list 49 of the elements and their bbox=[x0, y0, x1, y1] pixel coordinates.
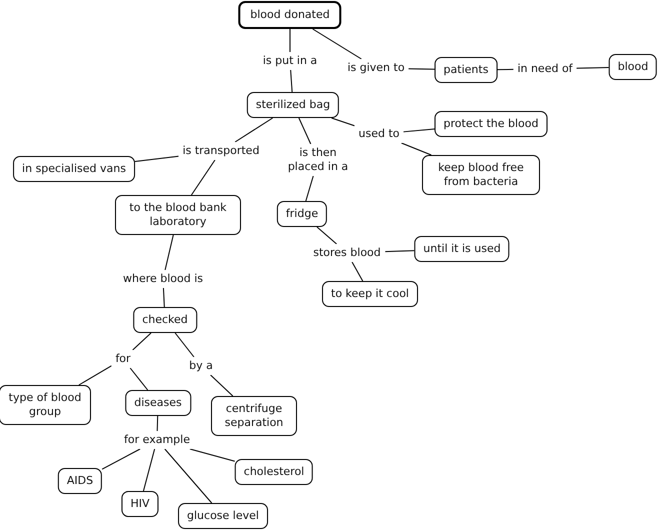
connector-line bbox=[134, 156, 180, 162]
connector-line bbox=[305, 176, 314, 202]
concept-box: until it is used bbox=[414, 236, 510, 262]
connector-line bbox=[132, 332, 152, 350]
connector-line bbox=[576, 67, 610, 69]
concept-box: checked bbox=[133, 307, 197, 333]
connector-line bbox=[408, 68, 436, 70]
connector-line bbox=[174, 332, 194, 358]
concept-box: cholesterol bbox=[234, 459, 314, 485]
concept-box: sterilized bag bbox=[246, 92, 340, 118]
connector-line bbox=[234, 118, 274, 142]
connector-line bbox=[403, 128, 436, 132]
connector-line bbox=[164, 448, 212, 504]
concept-box: in specialised vans bbox=[13, 156, 135, 182]
connector-line bbox=[298, 118, 312, 144]
concept-box: blood donated bbox=[238, 1, 342, 29]
concept-box: to keep it cool bbox=[322, 281, 418, 307]
connector-line bbox=[156, 416, 158, 432]
concept-box: AIDS bbox=[58, 468, 102, 494]
connector-line bbox=[312, 28, 362, 60]
connector-line bbox=[352, 262, 364, 282]
connector-line bbox=[496, 68, 514, 70]
connector-line bbox=[210, 374, 234, 396]
connector-line bbox=[164, 234, 174, 270]
concept-box: diseases bbox=[125, 390, 191, 416]
connector-line bbox=[190, 160, 216, 196]
connector-line bbox=[142, 448, 156, 492]
connector-line bbox=[316, 226, 338, 244]
concept-box: glucose level bbox=[178, 503, 268, 529]
concept-box: patients bbox=[434, 57, 498, 83]
connector-line bbox=[162, 288, 165, 308]
concept-box: to the blood bank laboratory bbox=[115, 195, 241, 235]
connector-line bbox=[384, 250, 415, 252]
connector-line bbox=[130, 368, 148, 390]
concept-box: fridge bbox=[276, 201, 328, 227]
connector-line bbox=[78, 365, 112, 386]
concept-box: protect the blood bbox=[434, 111, 548, 137]
concept-box: blood bbox=[608, 54, 658, 80]
concept-box: centrifuge separation bbox=[211, 396, 297, 436]
connector-line bbox=[400, 142, 432, 156]
concept-box: keep blood free from bacteria bbox=[422, 155, 540, 195]
connector-line bbox=[331, 118, 355, 126]
concept-box: HIV bbox=[121, 491, 159, 517]
concept-box: type of blood group bbox=[0, 385, 91, 425]
linking-phrase: for bbox=[111, 350, 135, 368]
connector-line bbox=[102, 448, 141, 470]
connector-line bbox=[189, 448, 236, 462]
linking-phrase: used to bbox=[354, 125, 404, 143]
connector-line bbox=[290, 70, 293, 92]
